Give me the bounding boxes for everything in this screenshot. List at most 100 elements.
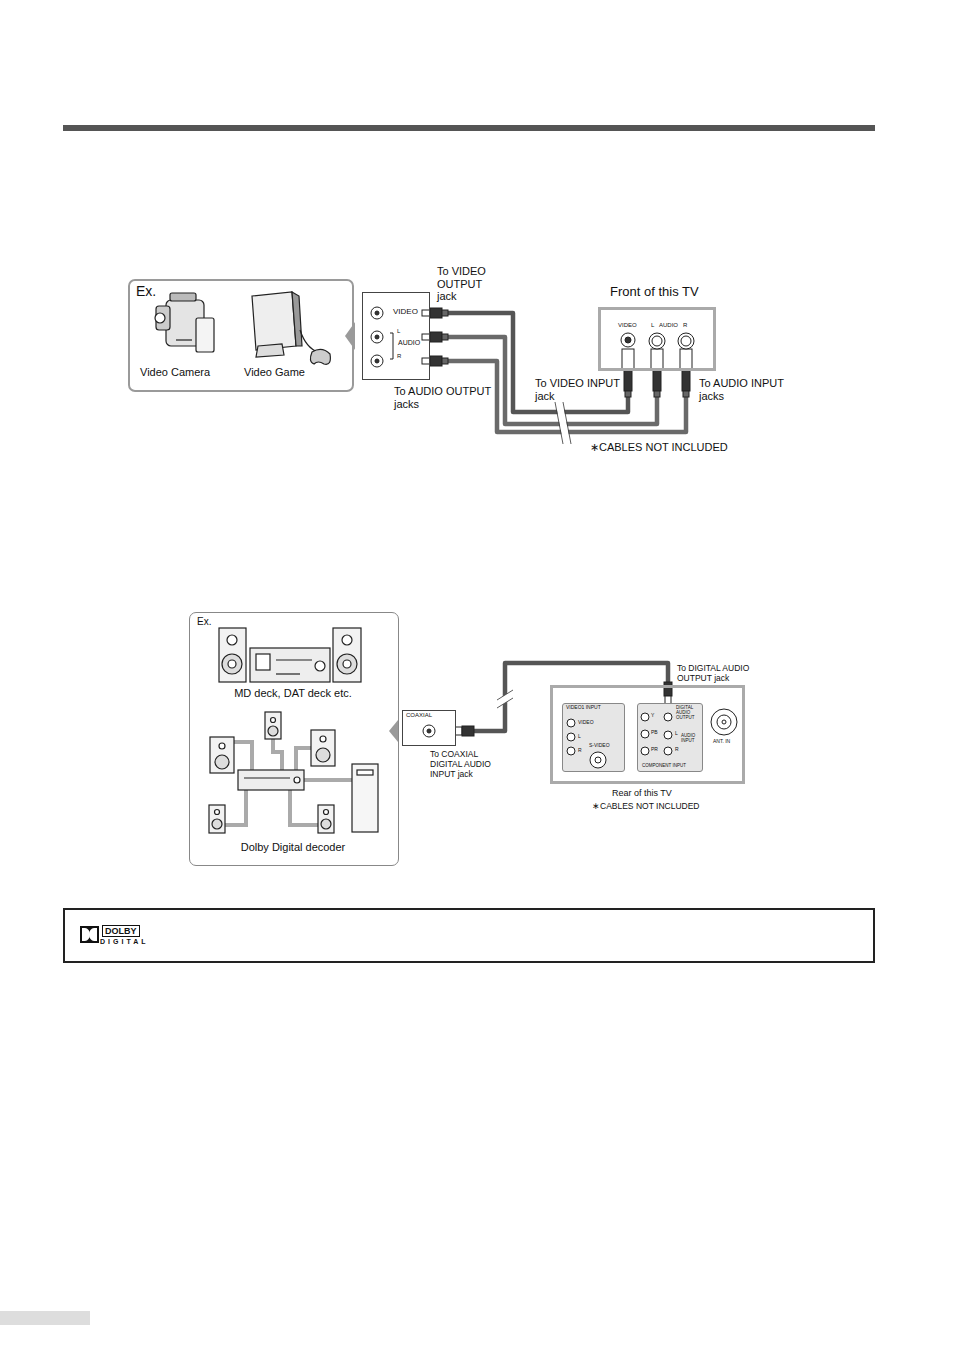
video-camera bbox=[155, 293, 214, 352]
surround-system bbox=[265, 712, 281, 739]
video-input-panel: VIDEO1 INPUTVIDEOLRS-VIDEO bbox=[562, 703, 625, 772]
node-text: ANT. IN bbox=[713, 739, 730, 745]
rca-plug bbox=[680, 349, 692, 369]
jack bbox=[652, 336, 662, 346]
node-text: PB bbox=[651, 730, 658, 736]
rca-plug bbox=[442, 310, 448, 316]
surround-system bbox=[316, 748, 330, 762]
callout-label: To COAXIAL DIGITAL AUDIO INPUT jack bbox=[430, 750, 512, 779]
node-text: R bbox=[578, 748, 582, 754]
cable-break bbox=[555, 402, 571, 444]
dolby-double-d-logo bbox=[89, 928, 97, 941]
video-camera bbox=[156, 306, 170, 330]
stereo-system bbox=[276, 659, 312, 660]
surround-system bbox=[352, 764, 378, 832]
node-text: VIDEO bbox=[393, 307, 418, 316]
rca-plug bbox=[682, 369, 690, 391]
jack-symbols bbox=[563, 704, 626, 773]
node-text: Y bbox=[651, 713, 654, 719]
jack bbox=[664, 731, 672, 739]
jack bbox=[711, 709, 737, 735]
callout-label: To DIGITAL AUDIO OUTPUT jack bbox=[677, 664, 759, 684]
surround-system bbox=[268, 726, 278, 736]
example-panel: Ex.Video CameraVideo Game bbox=[128, 279, 354, 392]
jack bbox=[375, 311, 379, 315]
rca-plug bbox=[625, 391, 631, 397]
surround-system bbox=[210, 737, 234, 773]
jack bbox=[567, 747, 575, 755]
node-text: DIGITAL bbox=[100, 938, 148, 946]
node-text: L bbox=[397, 328, 400, 335]
stereo-system bbox=[227, 635, 237, 645]
stereo-system bbox=[256, 654, 270, 670]
jack bbox=[567, 733, 575, 741]
jack bbox=[427, 729, 431, 733]
component-input-panel: YPBPRDIGITAL AUDIO OUTPUTLRAUDIO INPUTCO… bbox=[637, 703, 703, 772]
surround-system bbox=[273, 739, 282, 770]
node-text: L bbox=[651, 322, 654, 329]
node-text: R bbox=[683, 322, 687, 329]
surround-system bbox=[219, 743, 225, 749]
node-text: Rear of this TV bbox=[612, 788, 672, 798]
node-text: S-VIDEO bbox=[589, 743, 610, 749]
antenna-input: ANT. IN bbox=[707, 706, 741, 750]
node-text: Video Game bbox=[244, 366, 305, 379]
jack bbox=[641, 713, 649, 721]
callout-label: To VIDEO OUTPUT jack bbox=[437, 265, 499, 303]
jack bbox=[649, 333, 665, 349]
node-text: Front of this TV bbox=[610, 285, 699, 300]
jack bbox=[423, 725, 435, 737]
example-panel: Ex.MD deck, DAT deck etc.Dolby Digital d… bbox=[189, 612, 399, 866]
jack-symbols bbox=[363, 293, 431, 381]
surround-system bbox=[234, 742, 252, 770]
node-text: MD deck, DAT deck etc. bbox=[190, 687, 396, 700]
video-game bbox=[300, 330, 318, 352]
jack bbox=[641, 730, 649, 738]
jack bbox=[595, 757, 601, 763]
node-text: DOLBY bbox=[102, 925, 140, 937]
surround-system bbox=[244, 777, 290, 778]
rca-plug bbox=[683, 391, 689, 397]
audio-bracket bbox=[390, 333, 393, 359]
surround-system bbox=[209, 805, 225, 833]
stereo-system bbox=[333, 628, 361, 682]
surround-system bbox=[212, 819, 222, 829]
node-text: DIGITAL AUDIO OUTPUT bbox=[676, 705, 700, 721]
header-rule bbox=[63, 125, 875, 131]
surround-system bbox=[304, 778, 352, 782]
stereo-system bbox=[219, 628, 361, 682]
video-camera bbox=[176, 339, 192, 340]
node-text: VIDEO bbox=[578, 720, 594, 726]
node-text: VIDEO1 INPUT bbox=[566, 705, 601, 711]
tv-front-panel: Front of this TVVIDEOLAUDIOR bbox=[598, 307, 716, 371]
callout-label: ∗CABLES NOT INCLUDED bbox=[592, 802, 700, 812]
video-game bbox=[292, 292, 302, 346]
callout-label: ∗CABLES NOT INCLUDED bbox=[590, 441, 728, 454]
stereo-system bbox=[219, 628, 246, 682]
jack bbox=[678, 333, 694, 349]
video-camera bbox=[170, 293, 196, 301]
callout-label: To AUDIO INPUT jacks bbox=[699, 377, 794, 402]
jack bbox=[590, 752, 606, 768]
video-game bbox=[252, 292, 330, 364]
jack bbox=[681, 336, 691, 346]
surround-system bbox=[320, 736, 326, 742]
surround-system bbox=[311, 730, 335, 766]
surround-system bbox=[357, 770, 373, 775]
jack bbox=[567, 719, 575, 727]
stereo-system bbox=[250, 648, 330, 682]
rca-plug bbox=[430, 332, 442, 342]
jack bbox=[625, 337, 631, 343]
stereo-system bbox=[222, 654, 242, 674]
surround-system bbox=[290, 790, 318, 825]
surround-system bbox=[209, 712, 378, 833]
surround-system bbox=[296, 748, 311, 770]
jack bbox=[664, 747, 672, 755]
node-text: PR bbox=[651, 747, 658, 753]
rca-plug bbox=[442, 358, 448, 364]
surround-system bbox=[215, 755, 229, 769]
node-text: Video Camera bbox=[140, 366, 210, 379]
